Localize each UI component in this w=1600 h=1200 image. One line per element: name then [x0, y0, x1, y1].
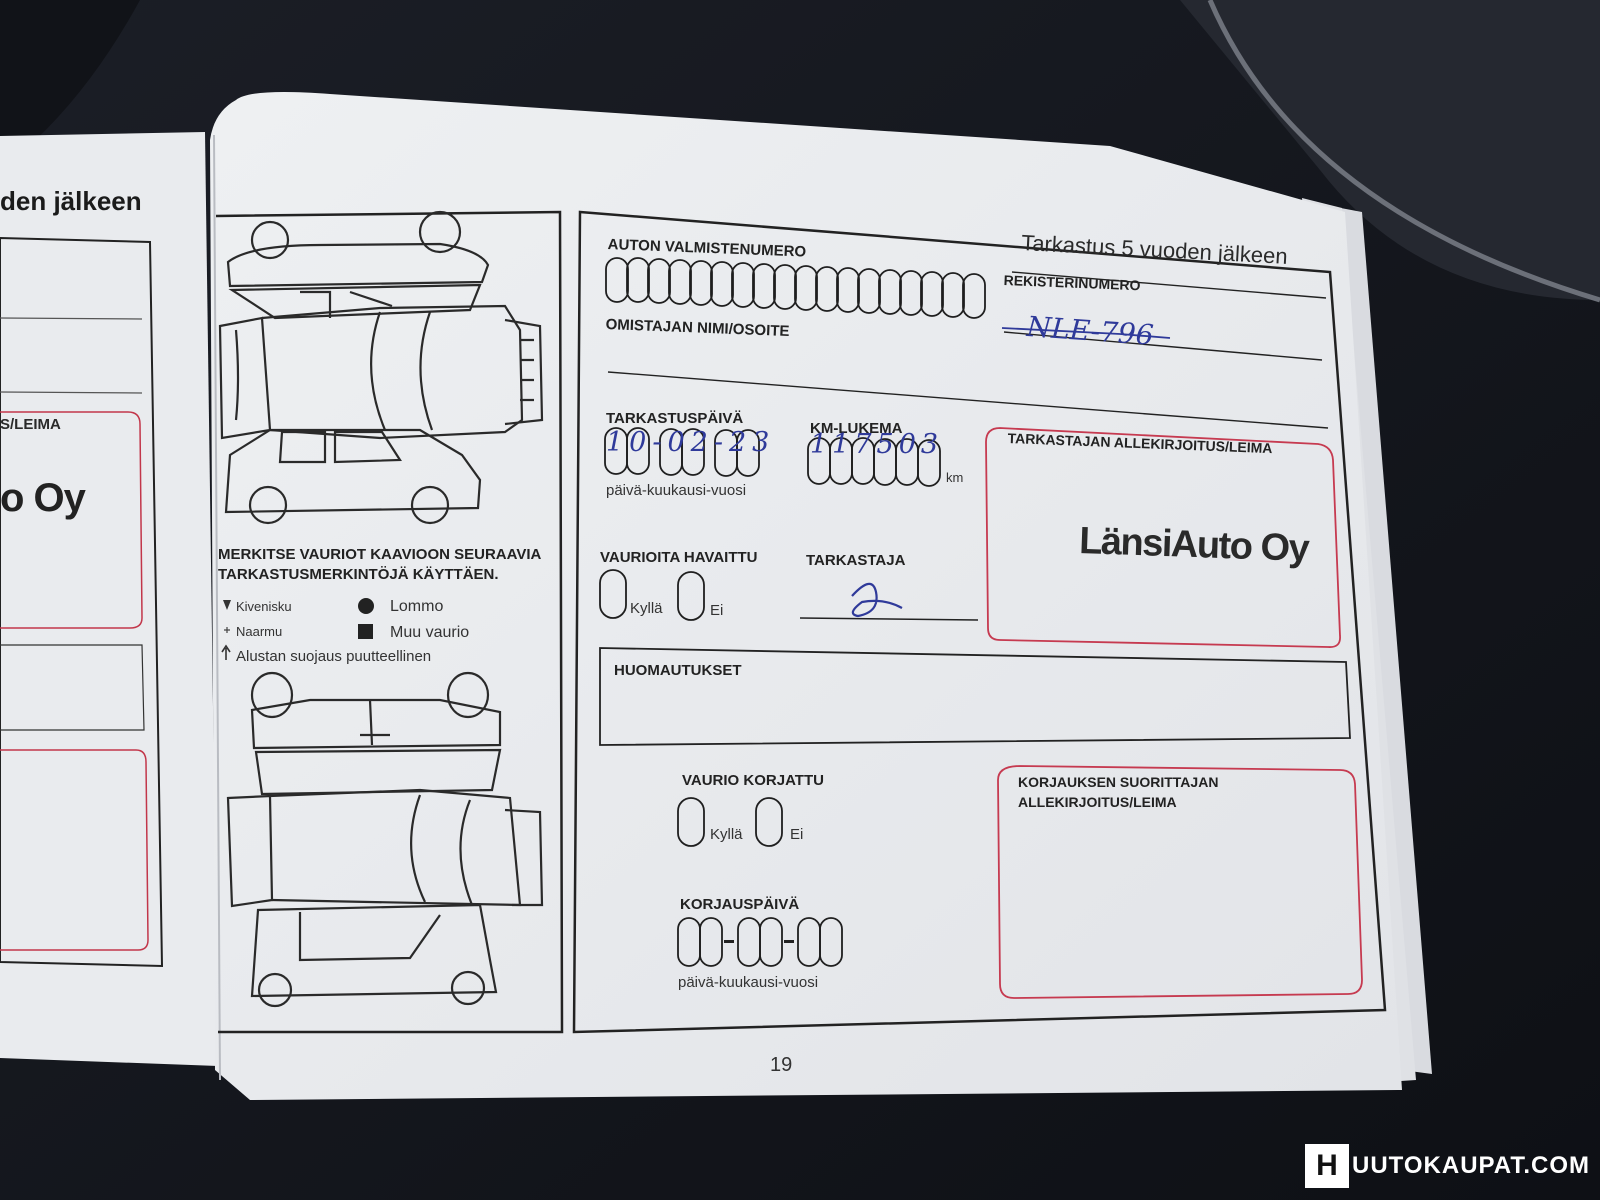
km-value: 117503	[810, 429, 944, 460]
damage-found-ovals	[599, 569, 705, 621]
left-page-heading: den jälkeen	[0, 186, 142, 216]
inspector-signature-stroke	[851, 582, 903, 618]
alusta-icon	[221, 644, 231, 660]
repaired-ovals	[677, 797, 783, 847]
left-form-frame	[0, 236, 164, 968]
watermark-logo-icon: H	[1305, 1144, 1349, 1188]
damage-found-label: VAURIOITA HAVAITTU	[600, 549, 758, 566]
repaired-no-label: Ei	[790, 826, 804, 843]
form-lines	[599, 271, 1351, 746]
page-number: 19	[770, 1054, 793, 1076]
left-stamp-text: o Oy	[0, 476, 86, 520]
repair-date-dashes	[724, 940, 794, 943]
damage-no-label: Ei	[710, 602, 724, 619]
damage-yes-label: Kyllä	[630, 600, 663, 617]
dashboard-shape	[1180, 0, 1600, 300]
repaired-yes-label: Kyllä	[710, 826, 743, 843]
legend-symbols	[221, 598, 374, 660]
repair-date-label: KORJAUSPÄIVÄ	[680, 896, 800, 913]
car-diagram-bottom	[226, 671, 544, 1008]
km-unit: km	[946, 470, 964, 485]
legend-lommo: Lommo	[390, 598, 444, 615]
repairer-stamp-box	[997, 765, 1363, 999]
km-label: KM-LUKEMA	[810, 420, 903, 437]
inspector-stamp: LänsiAuto Oy	[1078, 520, 1309, 570]
vin-boxes	[605, 257, 986, 319]
diagram-instruction-line2: TARKASTUSMERKINTÖJÄ KÄYTTÄEN.	[218, 566, 499, 583]
km-boxes	[807, 437, 941, 487]
lommo-icon	[358, 598, 374, 614]
inspection-date-value: 10-02-23	[606, 427, 776, 458]
legend-muu-vaurio: Muu vaurio	[390, 624, 470, 641]
form-frame	[572, 210, 1387, 1034]
repairer-label-line1: KORJAUKSEN SUORITTAJAN	[1018, 774, 1219, 790]
left-page	[0, 132, 218, 1066]
watermark-text: UUTOKAUPAT.COM	[1352, 1152, 1590, 1179]
repairer-label-line2: ALLEKIRJOITUS/LEIMA	[1018, 794, 1177, 810]
inspection-date-label: TARKASTUSPÄIVÄ	[606, 410, 744, 427]
trim-line	[1207, 0, 1600, 303]
left-stamp-label: S/LEIMA	[0, 416, 61, 433]
steering-wheel	[0, 0, 140, 170]
inspector-stamp-box	[985, 427, 1341, 648]
diagram-frame	[215, 210, 564, 1034]
main-page	[210, 92, 1402, 1100]
remarks-label: HUOMAUTUKSET	[614, 662, 742, 679]
repaired-label: VAURIO KORJATTU	[682, 772, 824, 789]
naarmu-icon	[224, 627, 230, 633]
inspector-label: TARKASTAJA	[806, 552, 906, 569]
repair-date-format: päivä-kuukausi-vuosi	[678, 974, 819, 991]
legend-alusta: Alustan suojaus puutteellinen	[236, 648, 432, 665]
muu-vaurio-icon	[358, 624, 373, 639]
legend-kivenisku: Kivenisku	[236, 599, 292, 614]
car-diagram-top	[218, 210, 544, 525]
legend-naarmu: Naarmu	[236, 624, 283, 639]
inspection-date-format: päivä-kuukausi-vuosi	[606, 482, 747, 499]
inspector-signature: N	[852, 578, 873, 606]
kivenisku-icon	[223, 600, 231, 610]
diagram-instruction-line1: MERKITSE VAURIOT KAAVIOON SEURAAVIA	[218, 546, 542, 563]
repair-date-boxes	[677, 917, 843, 967]
inspection-date-boxes	[604, 427, 760, 477]
